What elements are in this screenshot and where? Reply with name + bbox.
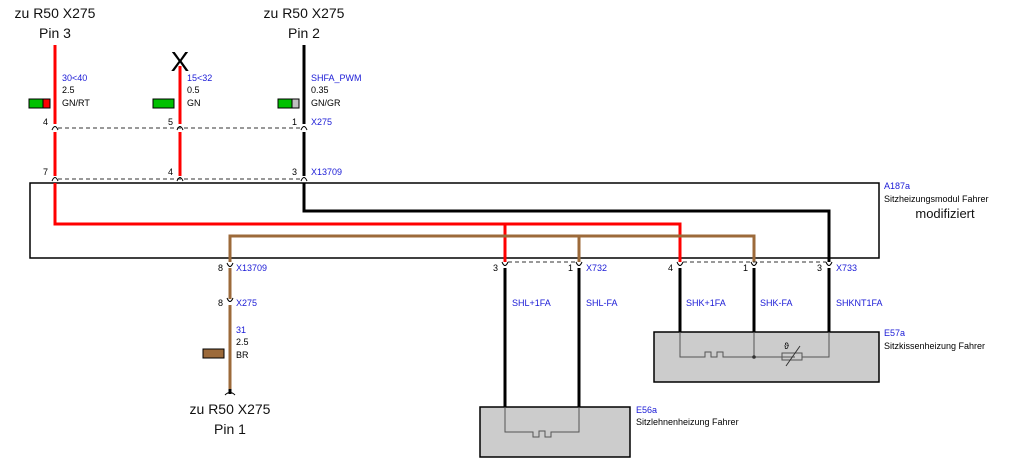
top-label-pin3-line2: Pin 3 xyxy=(39,25,71,41)
module-name: Sitzheizungsmodul Fahrer xyxy=(884,194,989,204)
component-e57a-id: E57a xyxy=(884,328,905,338)
component-e56a[interactable] xyxy=(479,406,631,458)
wire-signal-30: 30<40 xyxy=(62,73,87,83)
internal-black-wire xyxy=(302,183,831,262)
wire-color-31: BR xyxy=(236,350,249,360)
component-e56a-id: E56a xyxy=(636,405,657,415)
connector-x13709-bottom[interactable]: X13709 xyxy=(236,263,267,273)
swatch-br xyxy=(202,348,225,359)
wire-signal-shfa: SHFA_PWM xyxy=(311,73,362,83)
wire-color-15: GN xyxy=(187,98,201,108)
swatch-gn-rt xyxy=(28,98,51,109)
connector-arcs-top xyxy=(51,126,308,182)
top-label-pin3-line1: zu R50 X275 xyxy=(15,5,96,21)
connector-arcs-ground xyxy=(224,262,236,396)
component-e57a-name: Sitzkissenheizung Fahrer xyxy=(884,341,985,351)
signal-shk-minus: SHK-FA xyxy=(760,298,793,308)
wire-color-shfa: GN/GR xyxy=(311,98,341,108)
bottom-label-line1: zu R50 X275 xyxy=(190,401,271,417)
pin-x275-4: 4 xyxy=(43,117,48,127)
pin-x733-4: 4 xyxy=(668,263,673,273)
pin-x275-1: 1 xyxy=(292,117,297,127)
cut-mark: X xyxy=(171,46,190,77)
connector-x275-bottom[interactable]: X275 xyxy=(236,298,257,308)
pin-x13709-3: 3 xyxy=(292,167,297,177)
signal-shknt: SHKNT1FA xyxy=(836,298,883,308)
internal-red-wire-to-x733 xyxy=(53,183,682,262)
pin-x733-1: 1 xyxy=(743,263,748,273)
top-label-pin2-line2: Pin 2 xyxy=(288,25,320,41)
thermistor-symbol: ϑ xyxy=(784,341,789,351)
connector-arcs-x732-x733 xyxy=(501,261,833,266)
swatch-gn xyxy=(152,98,175,109)
connector-x732[interactable]: X732 xyxy=(586,263,607,273)
wire-signal-15: 15<32 xyxy=(187,73,212,83)
wires-to-e56a[interactable] xyxy=(503,268,581,407)
pin-x732-1: 1 xyxy=(568,263,573,273)
signal-shl-plus: SHL+1FA xyxy=(512,298,551,308)
wire-gauge-15: 0.5 xyxy=(187,85,200,95)
bottom-label-line2: Pin 1 xyxy=(214,421,246,437)
connector-x733[interactable]: X733 xyxy=(836,263,857,273)
connector-x275-top[interactable]: X275 xyxy=(311,117,332,127)
component-e56a-name: Sitzlehnenheizung Fahrer xyxy=(636,417,739,427)
component-e57a[interactable]: ϑ xyxy=(653,331,880,383)
pin-ground-x275: 8 xyxy=(218,298,223,308)
pin-x275-5: 5 xyxy=(168,117,173,127)
wire-color-30: GN/RT xyxy=(62,98,90,108)
swatch-gn-gr xyxy=(277,98,300,109)
module-id: A187a xyxy=(884,181,910,191)
pin-x732-3: 3 xyxy=(493,263,498,273)
module-a187a-box[interactable] xyxy=(29,182,880,259)
pin-x733-3: 3 xyxy=(817,263,822,273)
module-note: modifiziert xyxy=(915,206,975,221)
wire-signal-31: 31 xyxy=(236,325,246,335)
signal-shl-minus: SHL-FA xyxy=(586,298,618,308)
internal-brown-wire xyxy=(228,234,756,262)
wires-to-e57a[interactable] xyxy=(678,268,831,332)
wire-gauge-shfa: 0.35 xyxy=(311,85,329,95)
pin-x13709-4: 4 xyxy=(168,167,173,177)
pin-ground-x13709: 8 xyxy=(218,263,223,273)
signal-shk-plus: SHK+1FA xyxy=(686,298,726,308)
connector-x13709-top[interactable]: X13709 xyxy=(311,167,342,177)
pin-x13709-7: 7 xyxy=(43,167,48,177)
top-label-pin2-line1: zu R50 X275 xyxy=(264,5,345,21)
wire-gauge-30: 2.5 xyxy=(62,85,75,95)
wire-gauge-31: 2.5 xyxy=(236,337,249,347)
